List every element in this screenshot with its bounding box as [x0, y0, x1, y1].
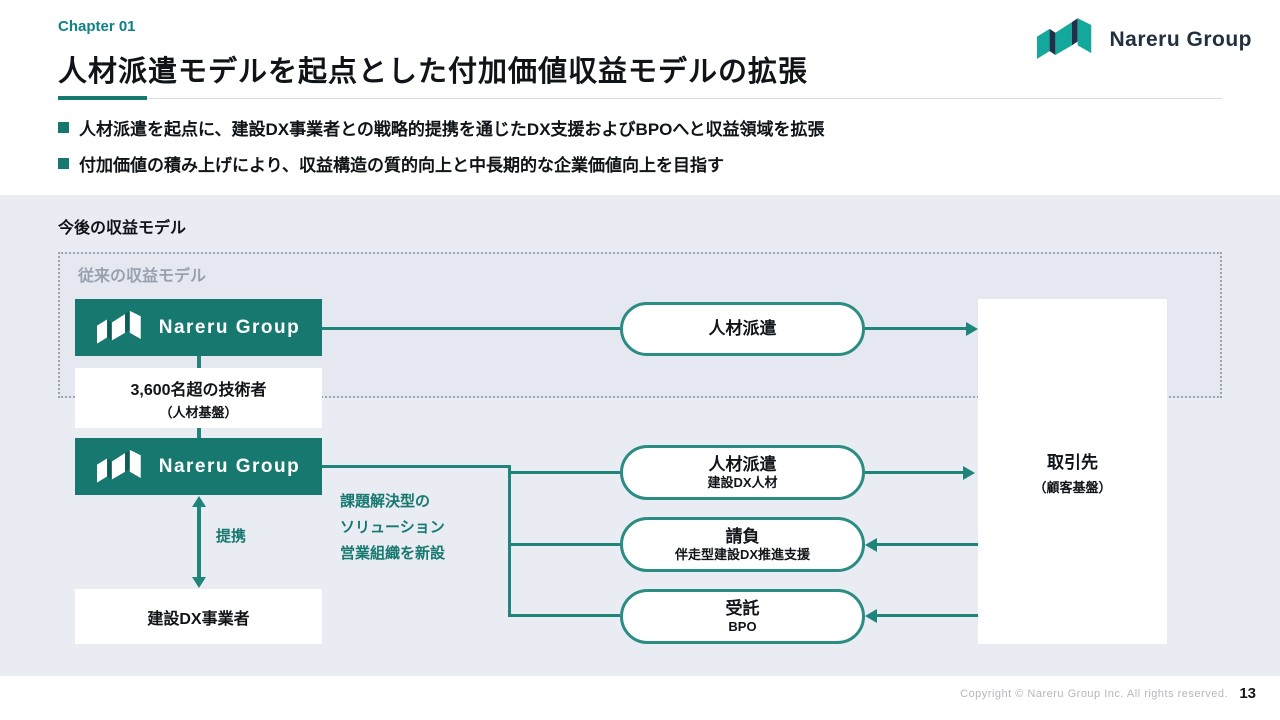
nareru-box-label: Nareru Group: [158, 455, 301, 477]
title-underline: [58, 96, 1222, 100]
nareru-box-label: Nareru Group: [158, 316, 301, 338]
talent-base-title: 3,600名超の技術者: [130, 381, 267, 399]
solution-note-line: 課題解決型の: [340, 493, 431, 510]
talent-base-box: 3,600名超の技術者 （人材基盤）: [75, 368, 322, 428]
nareru-logo-icon: [1037, 18, 1092, 59]
connector-line: [865, 327, 967, 330]
pill-haken-dx: 人材派遣 建設DX人材: [620, 445, 865, 500]
partnership-arrow-line: [197, 504, 201, 579]
nareru-box-legacy: Nareru Group: [75, 299, 322, 356]
company-logo-text: Nareru Group: [1109, 27, 1252, 51]
pill-subtitle: BPO: [728, 618, 757, 634]
solution-note-line: ソリューション: [340, 519, 445, 536]
company-logo: Nareru Group: [1037, 16, 1252, 63]
arrow-down-icon: [192, 577, 206, 588]
connector-line: [197, 356, 201, 368]
talent-base-subtitle: （人材基盤）: [159, 404, 238, 420]
partnership-label: 提携: [216, 528, 247, 545]
arrow-right-icon: [966, 322, 978, 336]
connector-line: [322, 327, 620, 330]
pill-haken-legacy: 人材派遣: [620, 302, 865, 356]
copyright-text: Copyright © Nareru Group Inc. All rights…: [960, 688, 1228, 700]
nareru-box-new: Nareru Group: [75, 438, 322, 495]
nareru-logo-icon: [96, 310, 141, 344]
bullet-item: 付加価値の積み上げにより、収益構造の質的向上と中長期的な企業価値向上を目指す: [58, 151, 825, 176]
client-base-box: 取引先 （顧客基盤）: [978, 299, 1167, 644]
pill-title: 受託: [725, 598, 760, 618]
client-base-title: 取引先: [1047, 452, 1098, 472]
solution-note-line: 営業組織を新設: [340, 545, 446, 562]
revenue-model-diagram: 今後の収益モデル 従来の収益モデル 提携 課題解決型の ソリューション: [0, 195, 1280, 676]
dx-partner-label: 建設DX事業者: [147, 610, 250, 628]
connector-line: [508, 471, 620, 474]
summary-bullets: 人材派遣を起点に、建設DX事業者との戦略的提携を通じたDX支援およびBPOへと収…: [58, 115, 825, 187]
pill-title: 請負: [725, 526, 760, 546]
nareru-logo-icon: [96, 449, 141, 483]
connector-line: [508, 465, 511, 617]
solution-note: 課題解決型の ソリューション 営業組織を新設: [340, 489, 445, 567]
pill-jutaku-bpo: 受託 BPO: [620, 589, 865, 644]
bullet-item: 人材派遣を起点に、建設DX事業者との戦略的提携を通じたDX支援およびBPOへと収…: [58, 115, 825, 140]
connector-line: [877, 614, 978, 617]
pill-subtitle: 建設DX人材: [707, 474, 778, 490]
connector-line: [322, 465, 508, 468]
bullet-text: 付加価値の積み上げにより、収益構造の質的向上と中長期的な企業価値向上を目指す: [79, 156, 724, 175]
client-base-subtitle: （顧客基盤）: [1033, 479, 1112, 495]
page-number: 13: [1239, 685, 1256, 702]
legacy-model-label: 従来の収益モデル: [78, 268, 207, 285]
connector-line: [508, 614, 620, 617]
chapter-label: Chapter 01: [58, 18, 136, 35]
connector-line: [508, 543, 620, 546]
bullet-square-icon: [58, 158, 69, 169]
pill-title: 人材派遣: [708, 454, 777, 474]
arrow-left-icon: [865, 609, 877, 623]
connector-line: [877, 543, 978, 546]
footer: Copyright © Nareru Group Inc. All rights…: [0, 676, 1280, 720]
connector-line: [197, 428, 201, 438]
diagram-section-title: 今後の収益モデル: [58, 220, 187, 237]
bullet-text: 人材派遣を起点に、建設DX事業者との戦略的提携を通じたDX支援およびBPOへと収…: [79, 120, 825, 139]
arrow-right-icon: [963, 466, 975, 480]
dx-partner-box: 建設DX事業者: [75, 589, 322, 644]
bullet-square-icon: [58, 122, 69, 133]
pill-subtitle: 伴走型建設DX推進支援: [674, 546, 811, 562]
page-title: 人材派遣モデルを起点とした付加価値収益モデルの拡張: [58, 56, 809, 88]
pill-title: 人材派遣: [708, 319, 777, 338]
arrow-left-icon: [865, 538, 877, 552]
arrow-up-icon: [192, 496, 206, 507]
connector-line: [865, 471, 965, 474]
pill-ukeoi: 請負 伴走型建設DX推進支援: [620, 517, 865, 572]
